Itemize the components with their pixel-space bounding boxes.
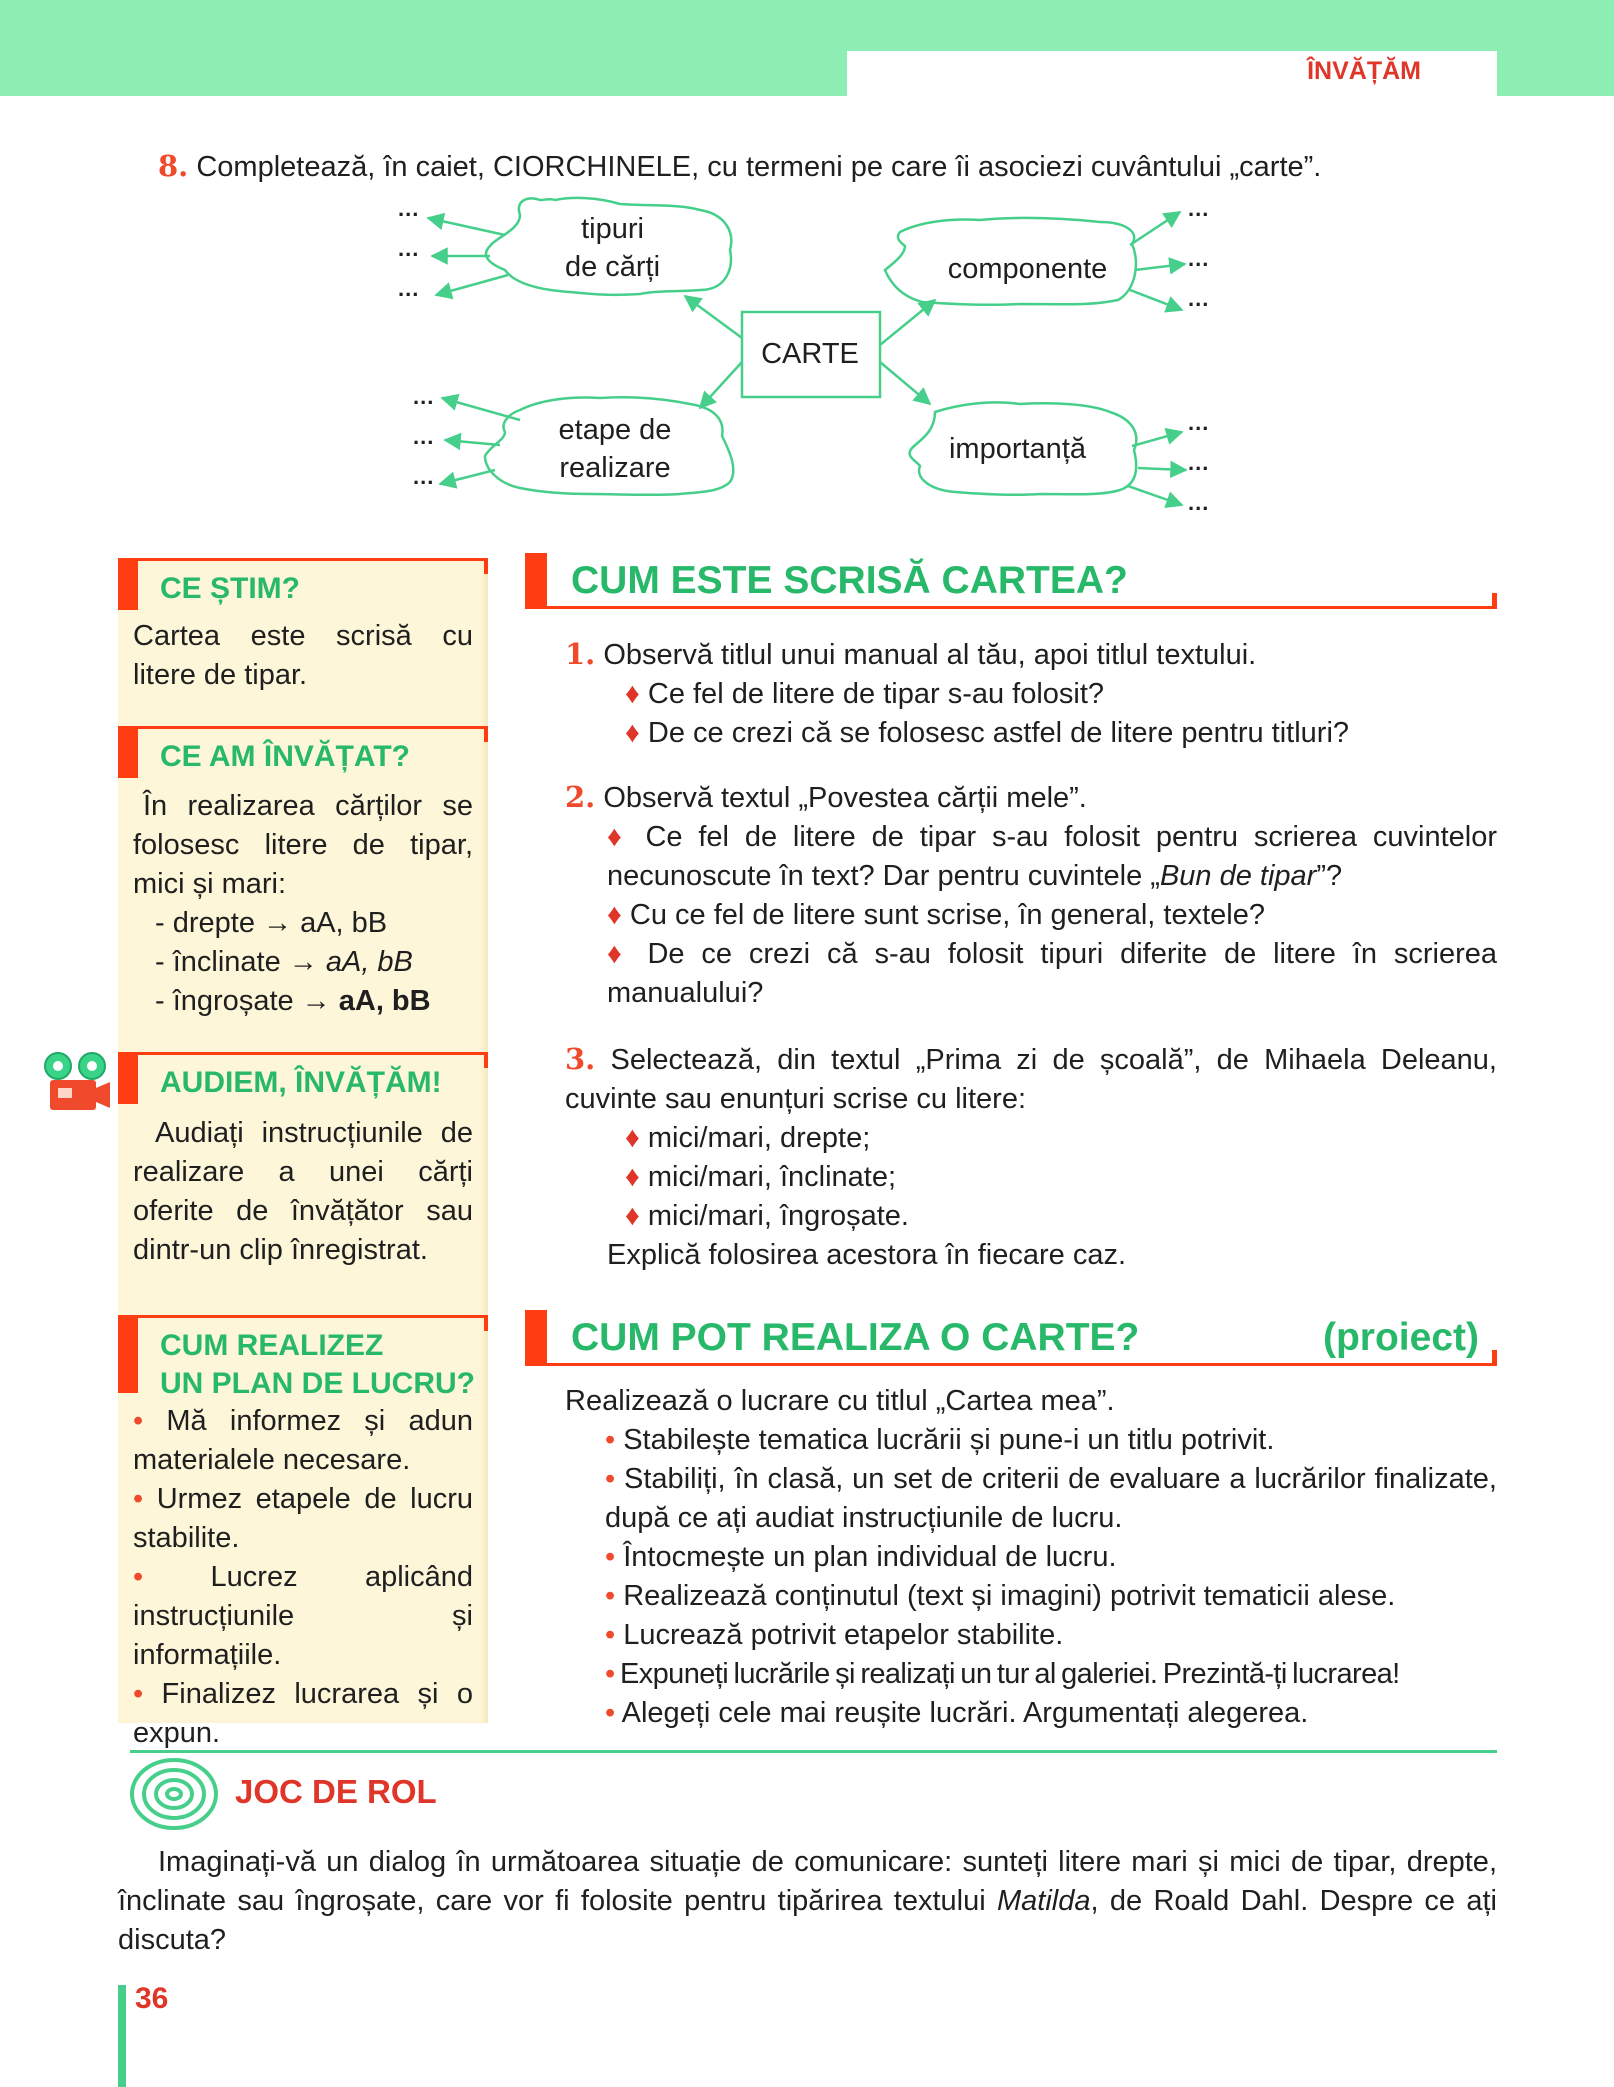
cloud-importanta	[908, 401, 1138, 497]
ellipsis: ...	[413, 424, 435, 449]
cloud-label-tipuri: tipuri de cărți	[540, 210, 685, 286]
question: ♦ Ce fel de litere de tipar s-au folosit…	[625, 678, 1105, 710]
ellipsis: ...	[413, 464, 435, 489]
center-label: CARTE	[761, 338, 859, 370]
list-item: • Expuneți lucrările și realizați un tur…	[605, 1658, 1400, 1690]
section-title: CUM POT REALIZA O CARTE?	[571, 1316, 1140, 1359]
exercise-number: 8.	[158, 149, 189, 183]
explain-text: Explică folosirea acestora în fiecare ca…	[607, 1239, 1127, 1271]
projector-icon	[44, 1052, 110, 1110]
joc-title: JOC DE ROL	[235, 1773, 437, 1810]
joc-text: Imaginați-vă un dialog în următoarea sit…	[118, 1846, 1497, 1956]
list-item: ♦ mici/mari, drepte;	[625, 1122, 871, 1154]
cloud-label-line: etape de	[558, 414, 672, 446]
list-item: • Lucrează potrivit etapelor stabilite.	[605, 1619, 1064, 1651]
intro-text: În realizarea cărților se folosesc liter…	[133, 790, 473, 900]
list-item: • Întocmește un plan individual de lucru…	[605, 1541, 1117, 1573]
exercise-2: 2. Observă textul „Povestea cărții mele”…	[565, 778, 1497, 1013]
cloud-label-line: tipuri	[581, 213, 644, 245]
cloud-label-line: de cărți	[564, 251, 661, 283]
ellipsis: ...	[1188, 246, 1210, 271]
project-intro: Realizează o lucrare cu titlul „Cartea m…	[565, 1385, 1115, 1417]
spiral-icon	[130, 1758, 218, 1830]
exercise-3: 3. Selectează, din textul „Prima zi de ș…	[565, 1040, 1497, 1275]
cluster-diagram	[426, 196, 1188, 509]
list-item: • Finalizez lucrarea și o expun.	[133, 1678, 473, 1749]
cloud-label-line: realizare	[559, 452, 671, 484]
ellipsis: ...	[1188, 196, 1210, 221]
ellipsis: ...	[1188, 410, 1210, 435]
section-label: ÎNVĂȚĂM	[1307, 57, 1421, 85]
heading-text: CE ȘTIM?	[160, 572, 300, 605]
exercise-text: Completează, în caiet, CIORCHINELE, cu t…	[196, 151, 1322, 183]
cloud-label-importanta: importanță	[948, 433, 1086, 465]
list-item: • Stabiliți, în clasă, un set de criteri…	[605, 1463, 1497, 1534]
sidebar: CE ȘTIM? Cartea este scrisă cu litere de…	[118, 558, 488, 1749]
joc-divider	[130, 1750, 1497, 1753]
page-number: 36	[135, 1982, 169, 2015]
project-tag: (proiect)	[1323, 1316, 1479, 1359]
audiem-text: Audiați instrucțiunile de realizare a un…	[133, 1117, 473, 1266]
list-item: • Lucrez aplicând instrucțiunile și info…	[133, 1561, 473, 1671]
ellipsis: ...	[398, 196, 420, 221]
list-item: ♦ mici/mari, înclinate;	[625, 1161, 897, 1193]
ce-stim-text: Cartea este scrisă cu litere de tipar.	[133, 620, 473, 691]
cloud-tipuri	[484, 196, 733, 297]
section-title: CUM ESTE SCRISĂ CARTEA?	[571, 559, 1128, 602]
project-list: Realizează o lucrare cu titlul „Cartea m…	[565, 1382, 1497, 1733]
list-item: • Mă informez și adun materialele necesa…	[133, 1405, 473, 1476]
list-item: • Alegeți cele mai reușite lucrări. Argu…	[605, 1697, 1309, 1729]
heading-text: AUDIEM, ÎNVĂȚĂM!	[160, 1066, 442, 1099]
list-item: - înclinate → aA, bB	[155, 946, 413, 978]
ellipsis: ...	[398, 236, 420, 261]
cloud-etape	[483, 396, 735, 497]
cloud-label-componente: componente	[947, 253, 1108, 285]
heading-text: CUM REALIZEZ UN PLAN DE LUCRU?	[160, 1329, 475, 1400]
list-item: - drepte → aA, bB	[155, 907, 388, 939]
question: ♦ De ce crezi că s-au folosit tipuri dif…	[607, 938, 1497, 1009]
ce-am-invatat-text: În realizarea cărților se folosesc liter…	[133, 787, 473, 1021]
list-item: - îngroșate → aA, bB	[155, 985, 431, 1017]
plan-list: • Mă informez și adun materialele necesa…	[133, 1402, 473, 1753]
list-item: ♦ mici/mari, îngroșate.	[625, 1200, 909, 1232]
question: ♦ Cu ce fel de litere sunt scrise, în ge…	[607, 899, 1265, 931]
question: ♦ De ce crezi că se folosesc astfel de l…	[625, 717, 1350, 749]
cloud-label-etape: etape de realizare	[530, 411, 700, 487]
ellipsis: ...	[1188, 286, 1210, 311]
center-box	[740, 310, 882, 399]
list-item: • Realizează conținutul (text și imagini…	[605, 1580, 1396, 1612]
heading-text: CE AM ÎNVĂȚAT?	[160, 740, 410, 773]
cloud-componente	[883, 216, 1138, 307]
section-heading-cum-este-scrisa: CUM ESTE SCRISĂ CARTEA?	[525, 553, 1497, 609]
ellipsis: ...	[1188, 490, 1210, 515]
question: ♦ Ce fel de litere de tipar s-au folosit…	[607, 821, 1497, 892]
ellipsis: ...	[398, 276, 420, 301]
page-number-bar	[118, 1985, 126, 2087]
exercise-1: 1. Observă titlul unui manual al tău, ap…	[565, 635, 1497, 753]
ellipsis: ...	[1188, 450, 1210, 475]
ellipsis: ...	[413, 384, 435, 409]
header-tab: ÎNVĂȚĂM	[847, 51, 1497, 96]
exercise-8: 8. Completează, în caiet, CIORCHINELE, c…	[158, 147, 1498, 187]
list-item: • Stabilește tematica lucrării și pune-i…	[605, 1424, 1275, 1456]
section-heading-cum-pot-realiza: CUM POT REALIZA O CARTE? (proiect)	[525, 1310, 1497, 1366]
list-item: • Urmez etapele de lucru stabilite.	[133, 1483, 473, 1554]
